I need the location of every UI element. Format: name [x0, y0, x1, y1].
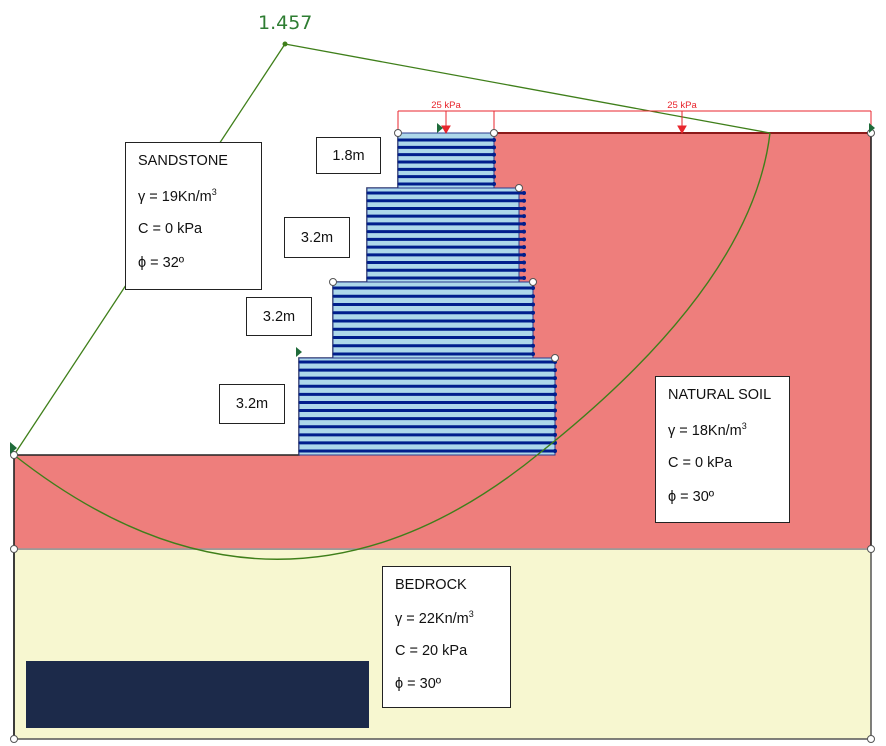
- node: [515, 184, 523, 192]
- legend-bar: [26, 661, 369, 728]
- flag-marker: [869, 123, 875, 133]
- node: [394, 129, 402, 137]
- reinforcement-end: [553, 400, 557, 405]
- height-label-tier-4: 3.2m: [219, 384, 285, 424]
- reinforcement-end: [522, 214, 526, 219]
- wall-tier-4: [298, 357, 556, 456]
- reinforcement-end: [492, 174, 496, 179]
- reinforcement-end: [492, 167, 496, 172]
- flag-markers: [10, 123, 875, 454]
- natural-soil-name: NATURAL SOIL: [668, 387, 772, 403]
- sandstone-name: SANDSTONE: [138, 153, 228, 169]
- node: [329, 278, 337, 286]
- reinforcement-end: [522, 191, 526, 195]
- sandstone-cohesion: C = 0 kPa: [138, 221, 203, 237]
- node: [529, 278, 537, 286]
- sandstone-unit-weight: γ = 19Kn/m3: [138, 187, 217, 205]
- flag-marker: [10, 442, 17, 454]
- reinforcement-end: [522, 260, 526, 265]
- node: [10, 735, 18, 743]
- reinforcement-end: [522, 268, 526, 273]
- reinforcement-end: [522, 221, 526, 226]
- node: [551, 354, 559, 362]
- height-label-tier-3: 3.2m: [246, 297, 312, 336]
- natural-soil-unit-weight-exponent: 3: [741, 421, 747, 431]
- surcharge-loads: [397, 110, 872, 135]
- natural-soil-cohesion: C = 0 kPa: [668, 455, 733, 471]
- reinforcement-end: [522, 198, 526, 203]
- natural-soil-properties-box: NATURAL SOIL γ = 18Kn/m3 C = 0 kPa ϕ = 3…: [655, 376, 790, 523]
- bedrock-cohesion: C = 20 kPa: [395, 643, 468, 659]
- model-nodes: [10, 129, 875, 743]
- node: [867, 545, 875, 553]
- reinforcement-end: [553, 408, 557, 413]
- bedrock-unit-weight: γ = 22Kn/m3: [395, 609, 474, 627]
- reinforcement-end: [531, 286, 535, 290]
- flag-marker: [437, 123, 443, 133]
- bedrock-unit-weight-text: γ = 22Kn/m: [395, 610, 469, 627]
- reinforcement-end: [553, 424, 557, 429]
- wall-tier-2: [366, 187, 520, 283]
- reinforcement-end: [553, 432, 557, 437]
- reinforcement-end: [492, 138, 496, 142]
- reinforcement-end: [522, 252, 526, 257]
- reinforcement-end: [492, 182, 496, 186]
- sandstone-unit-weight-exponent: 3: [211, 187, 217, 197]
- load-2-arrowhead: [677, 125, 687, 135]
- factor-of-safety-label: 1.457: [258, 12, 313, 34]
- reinforcement-end: [553, 384, 557, 389]
- reinforcement-end: [522, 206, 526, 211]
- reinforcement-end: [553, 449, 557, 453]
- reinforcement-end: [553, 392, 557, 397]
- reinforcement-end: [531, 319, 535, 323]
- reinforcement-end: [492, 160, 496, 164]
- reinforcement-end: [553, 368, 557, 373]
- height-label-tier-1: 1.8m: [316, 137, 381, 174]
- reinforcement-end: [531, 327, 535, 332]
- node: [10, 545, 18, 553]
- reinforcement-end: [531, 310, 535, 315]
- load-2-label: 25 kPa: [667, 100, 697, 111]
- reinforcement-end: [522, 229, 526, 234]
- reinforcement-end: [531, 302, 535, 307]
- node: [10, 451, 18, 459]
- reinforcement-end: [522, 276, 526, 280]
- reinforcement-end: [553, 376, 557, 381]
- sandstone-friction-angle: ϕ = 32º: [138, 255, 185, 271]
- slip-surface-arc: [13, 132, 771, 560]
- bedrock-friction-angle: ϕ = 30º: [395, 676, 442, 692]
- reinforcement-end: [531, 294, 535, 299]
- bedrock-name: BEDROCK: [395, 577, 467, 593]
- slip-radius-right: [284, 43, 771, 134]
- sandstone-unit-weight-text: γ = 19Kn/m: [138, 188, 212, 205]
- load-1-label: 25 kPa: [431, 100, 461, 111]
- reinforcement-end: [522, 237, 526, 242]
- natural-soil-unit-weight-text: γ = 18Kn/m: [668, 422, 742, 439]
- reinforcement-end: [492, 145, 496, 150]
- reinforcement-end: [531, 343, 535, 348]
- height-label-tier-2: 3.2m: [284, 217, 350, 258]
- node: [490, 129, 498, 137]
- bedrock-unit-weight-exponent: 3: [468, 609, 474, 619]
- bedrock-properties-box: BEDROCK γ = 22Kn/m3 C = 20 kPa ϕ = 30º: [382, 566, 511, 708]
- reinforcement-layers: [298, 138, 557, 453]
- reinforcement-end: [522, 245, 526, 250]
- sandstone-properties-box: SANDSTONE γ = 19Kn/m3 C = 0 kPa ϕ = 32º: [125, 142, 262, 290]
- node: [867, 735, 875, 743]
- reinforcement-end: [531, 352, 535, 356]
- natural-soil-friction-angle: ϕ = 30º: [668, 489, 715, 505]
- slip-center-point: [282, 41, 288, 47]
- flag-marker: [296, 347, 302, 357]
- natural-soil-unit-weight: γ = 18Kn/m3: [668, 421, 747, 439]
- reinforcement-end: [553, 416, 557, 421]
- load-1-arrowhead: [441, 125, 451, 135]
- reinforcement-end: [492, 152, 496, 157]
- reinforcement-end: [531, 335, 535, 340]
